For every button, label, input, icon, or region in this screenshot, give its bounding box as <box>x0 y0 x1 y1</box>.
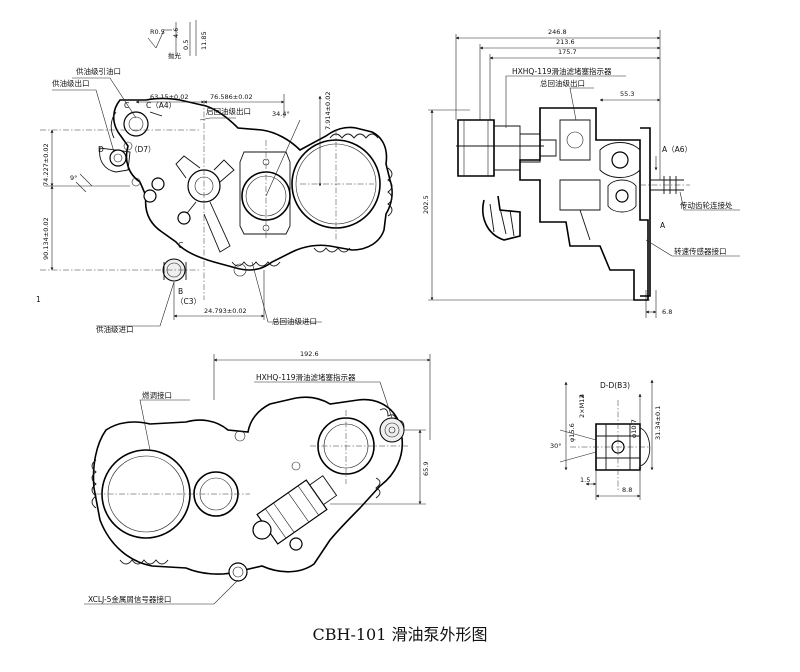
dim-202-5: 202.5 <box>422 195 430 214</box>
dim-4-6: 4.6 <box>172 28 180 38</box>
dim-6-8: 6.8 <box>662 308 672 316</box>
mark-b: B <box>178 287 183 296</box>
mark-a-a6: A（A6） <box>662 145 692 154</box>
section-d-d-view: D-D(B3) φ15.6 2×M12 4 φ10.7 31.34±0.1 30… <box>550 379 662 500</box>
side-main-block <box>519 107 649 301</box>
dim-76-586: 76.586±0.02 <box>210 93 253 101</box>
front-view: R0.5 4.6 0.5 11.85 抛光 <box>36 20 393 334</box>
surface-finish-symbol: R0.5 4.6 0.5 11.85 抛光 <box>147 20 208 60</box>
dim-63-15: 63.15±0.02 <box>150 93 189 101</box>
mark-d7: （D7） <box>130 145 156 154</box>
mark-a-lower: A <box>660 221 666 230</box>
rear-indicator-boss <box>379 417 405 443</box>
dim-31-34: 31.34±0.1 <box>654 406 662 440</box>
label-main-return-outlet: 总回油级出口 <box>540 78 585 88</box>
dim-4: 4 <box>578 394 586 398</box>
label-supply-pump-inlet: 供油级引油口 <box>76 66 121 76</box>
dim-65-9: 65.9 <box>422 462 430 476</box>
dim-phi-10-7: φ10.7 <box>630 419 638 438</box>
label-fuel-port: 燃调接口 <box>142 390 172 400</box>
label-filter-indicator: HXHQ-119滑油滤堵塞指示器 <box>512 66 612 76</box>
side-view: 246.8 213.6 175.7 55.3 202.5 6.8 <box>422 28 740 318</box>
dim-55-3: 55.3 <box>620 90 634 98</box>
dim-7-914: 7.914±0.02 <box>324 91 332 130</box>
dim-8-8: 8.8 <box>622 486 632 494</box>
label-filter-indicator-2: HXHQ-119滑油滤堵塞指示器 <box>256 372 356 382</box>
dim-90-134: 90.134±0.02 <box>42 217 50 260</box>
dim-0-5: 0.5 <box>182 40 190 50</box>
mark-d: D <box>98 145 104 154</box>
dim-30-deg: 30° <box>550 442 562 450</box>
label-supply-outlet: 供油级出口 <box>52 78 90 88</box>
label-rear-return-outlet: 后回油级出口 <box>206 106 251 116</box>
supply-outlet-boss <box>99 147 131 173</box>
dim-175-7: 175.7 <box>558 48 577 56</box>
figure-caption: CBH-101 滑油泵外形图 <box>312 625 488 644</box>
rear-view: 192.6 65.9 <box>84 350 431 605</box>
label-speed-sensor-port: 转速传感器接口 <box>674 246 727 256</box>
mark-d-d-b3: D-D(B3) <box>600 381 630 390</box>
dim-192-6: 192.6 <box>300 350 319 358</box>
dim-11-85: 11.85 <box>200 31 208 50</box>
filter-indicator-body <box>457 119 495 177</box>
label-supply-inlet: 供油级进口 <box>96 324 134 334</box>
dim-24-793: 24.793±0.02 <box>204 307 247 315</box>
mark-one: 1 <box>36 295 41 304</box>
dim-74-227: 74.227±0.02 <box>42 143 50 186</box>
dim-9-deg: 9° <box>70 174 77 182</box>
mark-c-a4: C（A4） <box>146 101 176 110</box>
dim-phi-15-6: φ15.6 <box>568 423 576 442</box>
label-chip-signal-port: XCLJ-5金属屑信号器接口 <box>88 594 171 604</box>
dim-34-4-deg: 34.4° <box>272 110 290 118</box>
dim-1-5: 1.5 <box>580 476 590 484</box>
dim-r05: R0.5 <box>150 28 165 36</box>
supply-pump-inlet-boss <box>123 111 149 137</box>
label-drive-gear-joint: 传动齿轮连接处 <box>680 200 733 210</box>
label-main-return-inlet: 总回油级进口 <box>272 316 317 326</box>
rear-housing-outline <box>92 396 404 575</box>
dim-2xm12: 2×M12 <box>578 395 586 418</box>
label-polish: 抛光 <box>168 51 182 60</box>
dim-246-8: 246.8 <box>548 28 567 36</box>
mark-c: C <box>124 101 129 110</box>
dim-213-6: 213.6 <box>556 38 575 46</box>
mark-c-lower: C <box>178 241 183 250</box>
side-bent-pipe <box>482 195 521 241</box>
front-flange-bumps <box>231 133 393 267</box>
mark-c3: （C3） <box>176 297 201 306</box>
